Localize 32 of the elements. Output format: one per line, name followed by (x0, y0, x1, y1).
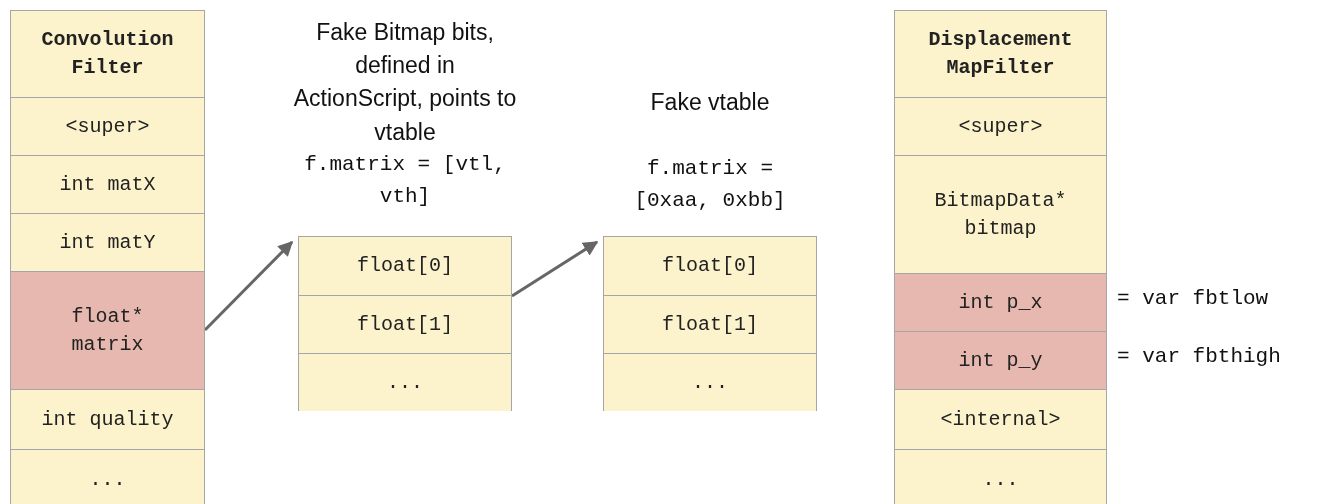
arrow (203, 240, 294, 332)
table-row: ... (604, 353, 816, 411)
table-header: Displacement MapFilter (895, 11, 1106, 97)
table-row: <super> (11, 97, 204, 155)
table-row: ... (11, 449, 204, 504)
table-row: <super> (895, 97, 1106, 155)
table-row: BitmapData* bitmap (895, 155, 1106, 273)
table-row: int matY (11, 213, 204, 271)
memory-layout-table (603, 236, 817, 411)
table-row: int p_y (895, 331, 1106, 389)
annotation-text: = var fbtlow (1117, 287, 1269, 310)
table-header: Convolution Filter (11, 11, 204, 97)
memory-layout-table (298, 236, 512, 411)
annotation-text: = var fbthigh (1117, 345, 1281, 368)
heading-text: Fake vtable (649, 87, 771, 117)
table-row: float[1] (604, 295, 816, 353)
table-row: float[0] (299, 237, 511, 295)
table-row: int matX (11, 155, 204, 213)
table-row: float[0] (604, 237, 816, 295)
table-row: ... (895, 449, 1106, 504)
table-row: float[1] (299, 295, 511, 353)
code-text: f.matrix = [vtl, vth] (303, 152, 507, 210)
table-row: int quality (11, 389, 204, 449)
heading-text: Fake Bitmap bits, defined in ActionScript, points to vtable (292, 17, 518, 147)
code-text: f.matrix = [0xaa, 0xbb] (633, 156, 787, 214)
memory-layout-table (10, 10, 205, 504)
table-row: float* matrix (11, 271, 204, 389)
table-row: <internal> (895, 389, 1106, 449)
arrow (511, 240, 599, 298)
table-row: int p_x (895, 273, 1106, 331)
memory-layout-table (894, 10, 1107, 504)
table-row: ... (299, 353, 511, 411)
